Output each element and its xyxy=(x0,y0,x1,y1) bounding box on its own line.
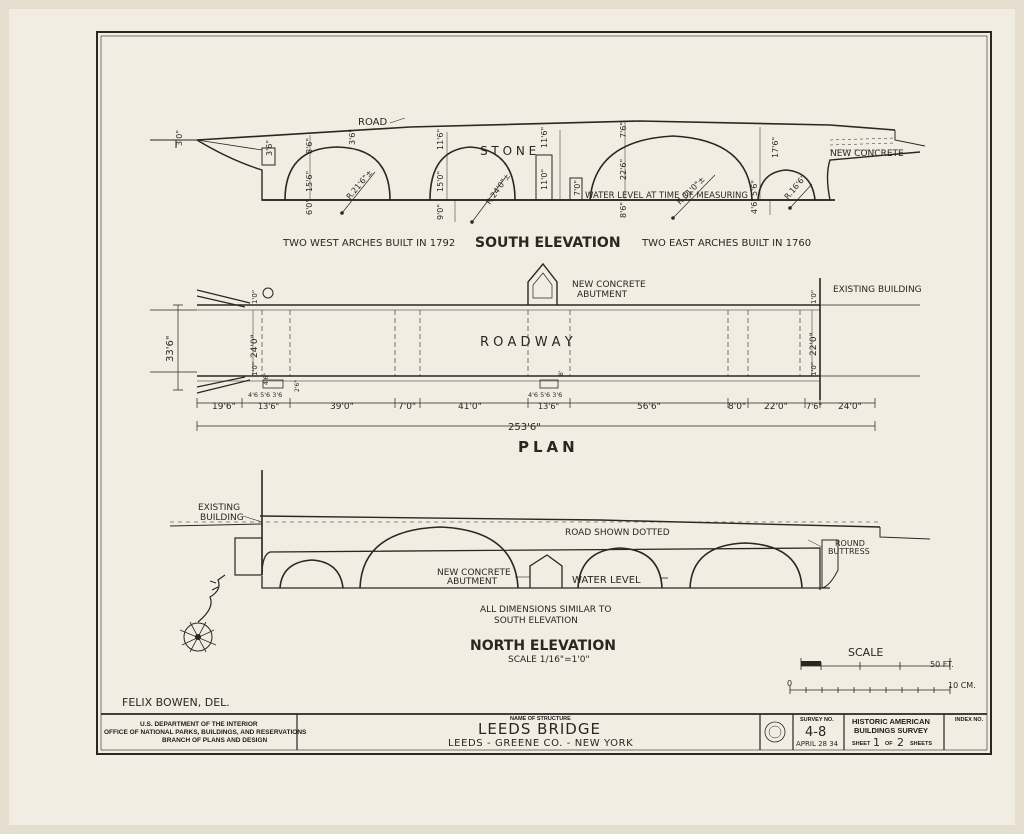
structure-location: LEEDS - GREENE CO. - NEW YORK xyxy=(448,738,633,749)
plan-roadway-label: R O A D W A Y xyxy=(480,335,573,350)
south-dim-15: 7'6" xyxy=(619,122,628,138)
habs-line-2: BUILDINGS SURVEY xyxy=(854,726,928,735)
plan-span-6: 13'6" xyxy=(538,402,559,411)
plan-span-5: 41'0" xyxy=(458,402,482,412)
survey-no-label: SURVEY NO. xyxy=(800,717,834,723)
plan-piers-left: 4'6 5'6 3'6 xyxy=(248,391,282,399)
plan-width-road: 24'0" xyxy=(250,334,260,358)
plan-edge-right-bottom: 1'0" xyxy=(810,362,818,376)
south-dim-10: 9'0" xyxy=(436,204,445,220)
sheet-number: 1 xyxy=(873,736,880,749)
sheet-total: 2 xyxy=(897,736,904,749)
structure-name: LEEDS BRIDGE xyxy=(478,720,601,738)
south-new-concrete-label: NEW CONCRETE xyxy=(830,149,904,159)
plan-title: PLAN xyxy=(518,438,579,456)
scale-zero: 0 xyxy=(787,679,792,688)
structure-name-label: NAME OF STRUCTURE xyxy=(510,716,571,722)
plan-abutment-label-2: ABUTMENT xyxy=(577,290,628,300)
south-note-east: TWO EAST ARCHES BUILT IN 1760 xyxy=(641,238,811,249)
sheet-border xyxy=(96,31,992,755)
south-dim-19: 17'6" xyxy=(771,137,780,158)
south-dim-4: 3'6" xyxy=(348,129,357,145)
south-dim-1: 3'0" xyxy=(175,130,184,146)
south-dim-20: 5'6" xyxy=(750,180,759,196)
survey-date: APRIL 28 34 xyxy=(796,740,839,748)
north-elevation-scale: SCALE 1/16"=1'0" xyxy=(508,655,590,665)
agency-line-3: BRANCH OF PLANS AND DESIGN xyxy=(162,737,268,744)
north-elevation-drawing xyxy=(169,470,931,590)
south-dim-5: 15'6" xyxy=(305,171,314,192)
plan-edge-left: 1'0" xyxy=(251,290,259,304)
plan-span-9: 22'0" xyxy=(764,402,788,412)
scale-cm-label: 10 CM. xyxy=(948,681,976,690)
plan-existing-building: EXISTING BUILDING xyxy=(833,285,922,295)
survey-number: 4-8 xyxy=(805,725,826,740)
title-block xyxy=(101,713,987,750)
south-dim-13: 11'0" xyxy=(540,169,549,190)
plan-span-8: 8'0" xyxy=(728,402,746,412)
south-dim-16: 22'6" xyxy=(619,159,628,180)
north-arrow-icon xyxy=(179,574,226,653)
north-road-dotted: ROAD SHOWN DOTTED xyxy=(565,528,670,538)
plan-drawing xyxy=(150,262,920,431)
scale-bar xyxy=(789,658,951,694)
north-water-level: WATER LEVEL xyxy=(572,575,641,586)
plan-span-10: 7'6" xyxy=(806,402,822,411)
north-abutment-label-2: ABUTMENT xyxy=(447,577,498,587)
plan-span-3: 39'0" xyxy=(330,402,354,412)
plan-span-7: 56'6" xyxy=(637,402,661,412)
sheet-word: SHEET xyxy=(852,741,871,747)
north-abutment-label-1: NEW CONCRETE xyxy=(437,568,511,578)
plan-width-road-east: 22'0" xyxy=(809,332,819,356)
north-round-buttress-2: BUTTRESS xyxy=(828,547,870,556)
north-elevation-title: NORTH ELEVATION xyxy=(470,638,616,654)
plan-small-right: 2'6" xyxy=(294,380,301,392)
plan-small-left: 4'6" xyxy=(263,373,270,385)
south-dim-6: 6'0" xyxy=(305,199,314,215)
south-dim-8: 11'6" xyxy=(436,129,445,150)
plan-span-1: 19'6" xyxy=(212,402,236,412)
plan-abutment-label-1: NEW CONCRETE xyxy=(572,280,646,290)
scale-ft-label: 50 FT. xyxy=(930,660,954,669)
south-water-level-label: WATER LEVEL AT TIME OF MEASURING xyxy=(585,191,748,201)
south-dim-3: 8'6" xyxy=(305,138,314,154)
habs-line-1: HISTORIC AMERICAN xyxy=(852,717,930,726)
south-elevation-title: SOUTH ELEVATION xyxy=(475,235,621,251)
plan-small-mid: 8' xyxy=(558,370,565,376)
plan-total-length: 253'6" xyxy=(508,422,541,433)
south-dim-2: 3'6" xyxy=(265,140,274,156)
north-existing-building-1: EXISTING xyxy=(198,503,240,513)
south-dim-21: 4'6" xyxy=(750,198,759,214)
of-word: OF xyxy=(885,741,893,747)
sheet-border-inner xyxy=(100,35,988,751)
north-round-buttress-1: ROUND xyxy=(835,539,865,548)
south-stone-label: S T O N E xyxy=(480,144,536,158)
south-note-west: TWO WEST ARCHES BUILT IN 1792 xyxy=(282,238,455,249)
north-existing-building-2: BUILDING xyxy=(200,513,244,523)
south-dim-14: 7'0" xyxy=(573,180,582,196)
scale-label: SCALE xyxy=(848,646,883,659)
agency-line-1: U.S. DEPARTMENT OF THE INTERIOR xyxy=(140,721,258,728)
south-dim-17: 8'6" xyxy=(619,202,628,218)
plan-span-4: 7'0" xyxy=(398,402,416,412)
south-dim-9: 15'0" xyxy=(436,171,445,192)
agency-line-2: OFFICE OF NATIONAL PARKS, BUILDINGS, AND… xyxy=(104,729,307,736)
plan-edge-right: 1'0" xyxy=(810,290,818,304)
south-dim-12: 11'6" xyxy=(540,127,549,148)
delineator-credit: FELIX BOWEN, DEL. xyxy=(122,696,230,709)
plan-width-total: 33'6" xyxy=(165,336,176,362)
south-road-label: ROAD xyxy=(358,117,387,128)
south-elevation-drawing xyxy=(150,117,926,224)
north-dims-note-2: SOUTH ELEVATION xyxy=(494,616,578,626)
plan-span-2: 13'6" xyxy=(258,402,279,411)
plan-piers-mid: 4'6 5'6 3'6 xyxy=(528,391,562,399)
plan-span-11: 24'0" xyxy=(838,402,862,412)
plan-edge-left-bottom: 1'0" xyxy=(251,362,259,376)
index-no-label: INDEX NO. xyxy=(955,717,984,723)
sheets-word: SHEETS xyxy=(910,741,932,747)
north-dims-note-1: ALL DIMENSIONS SIMILAR TO xyxy=(480,605,611,615)
